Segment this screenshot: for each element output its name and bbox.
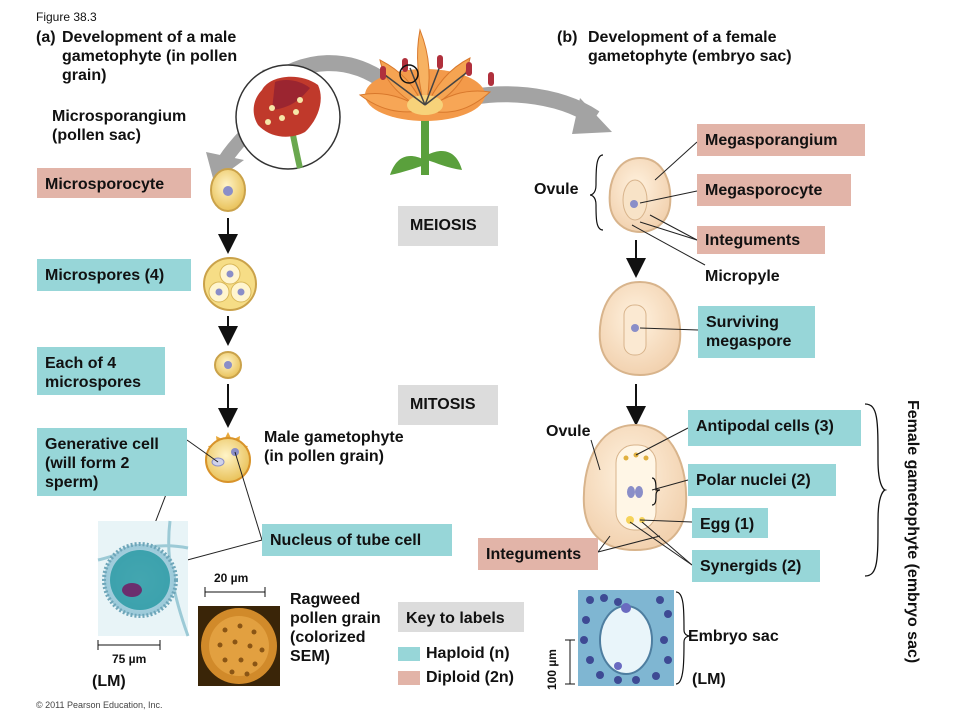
ovule-top <box>608 156 672 234</box>
panel-b-letter: (b) <box>557 29 578 46</box>
panel-b-title: Development of a female gametophyte (emb… <box>588 29 792 65</box>
ovule-label-top: Ovule <box>534 181 579 198</box>
synergids-box: Synergids (2) <box>692 550 820 582</box>
embryo-sac-bracket <box>675 591 691 685</box>
scale-bar-75 <box>97 640 161 650</box>
megasporocyte-box: Megasporocyte <box>697 174 851 206</box>
female-gametophyte-brace <box>864 403 888 577</box>
ovule-middle <box>598 280 682 377</box>
microsporocyte-cell <box>210 168 246 212</box>
microspores-tetrad <box>203 257 257 311</box>
ovule-bracket-top <box>589 154 604 231</box>
integuments-box-bottom: Integuments <box>478 538 598 570</box>
ragweed-label: Ragweed pollen grain (colorized SEM) <box>290 591 381 665</box>
panel-a-title: Development of a male gametophyte (in po… <box>62 29 238 84</box>
key-title: Key to labels <box>398 602 524 632</box>
diploid-swatch <box>398 671 420 685</box>
meiosis-box: MEIOSIS <box>398 206 498 246</box>
generative-cell-box: Generative cell (will form 2 sperm) <box>37 428 187 496</box>
female-gametophyte-label: Female gametophyte (embryo sac) <box>904 400 921 664</box>
scale-75-label: 75 µm <box>112 652 147 666</box>
anther-magnified <box>235 64 341 170</box>
polar-bracket <box>651 477 661 506</box>
microspores-box: Microspores (4) <box>37 259 191 291</box>
ragweed-sem-image <box>198 606 280 686</box>
lm-label-right: (LM) <box>692 671 726 688</box>
surviving-megaspore-box: Surviving megaspore <box>698 306 815 358</box>
panel-a-letter: (a) <box>36 29 56 46</box>
antipodal-box: Antipodal cells (3) <box>688 410 861 446</box>
microsporangium-label: Microsporangium (pollen sac) <box>52 108 187 144</box>
egg-box: Egg (1) <box>692 508 768 538</box>
single-microspore <box>214 351 242 379</box>
anther-highlight-circle <box>399 64 419 84</box>
integuments-box-top: Integuments <box>697 226 825 254</box>
micropyle-label: Micropyle <box>705 268 780 285</box>
scale-100-label: 100 µm <box>545 649 559 690</box>
mitosis-box: MITOSIS <box>398 385 498 425</box>
embryo-sac-label: Embryo sac <box>688 628 779 645</box>
each-microspore-box: Each of 4 microspores <box>37 347 165 395</box>
ovule-label-bottom: Ovule <box>546 423 591 440</box>
key-diploid: Diploid (2n) <box>426 669 514 686</box>
microsporocyte-box: Microsporocyte <box>37 168 191 198</box>
polar-nuclei-box: Polar nuclei (2) <box>688 464 836 496</box>
figure-label: Figure 38.3 <box>36 10 97 24</box>
nucleus-tube-cell-box: Nucleus of tube cell <box>262 524 452 556</box>
ovule-bottom <box>582 423 688 552</box>
scale-bar-20 <box>204 587 266 597</box>
copyright: © 2011 Pearson Education, Inc. <box>36 700 163 710</box>
flower <box>358 28 494 175</box>
scale-bar-100 <box>565 639 575 685</box>
haploid-swatch <box>398 647 420 661</box>
megasporangium-box: Megasporangium <box>697 124 865 156</box>
scale-20-label: 20 µm <box>214 571 249 585</box>
pollen-lm-micrograph <box>97 520 190 637</box>
male-gametophyte-label: Male gametophyte (in pollen grain) <box>264 429 404 465</box>
lm-label-left: (LM) <box>92 673 126 690</box>
female-pointer-lines <box>590 141 706 566</box>
embryo-sac-lm-micrograph <box>578 590 674 686</box>
key-haploid: Haploid (n) <box>426 645 510 662</box>
